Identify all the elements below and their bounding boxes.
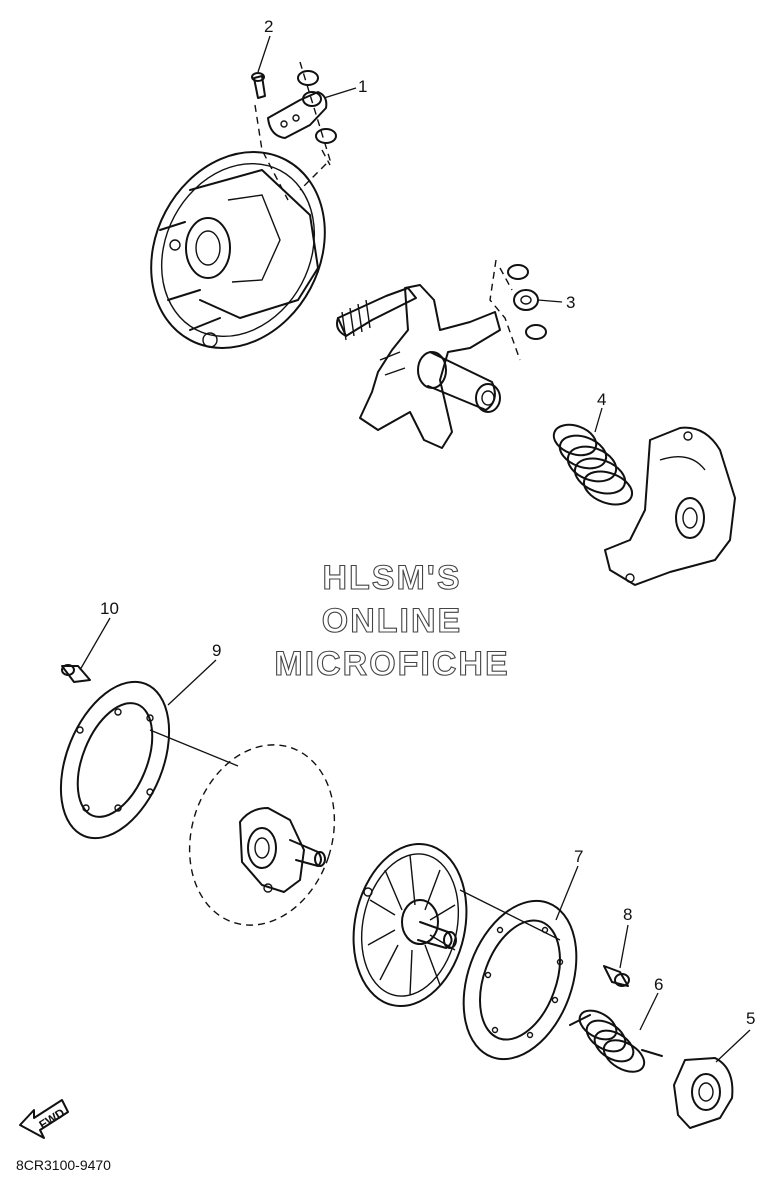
primary-spring (552, 423, 634, 506)
callout-1: 1 (358, 77, 367, 96)
bushing-guide-line (489, 259, 521, 361)
secondary-disk (462, 899, 578, 1061)
fwd-label: FWD (37, 1105, 68, 1132)
secondary-plate (59, 680, 171, 840)
sliding-arm-assembly (251, 70, 337, 144)
callout-8: 8 (623, 905, 632, 924)
callout-2: 2 (264, 17, 273, 36)
secondary-spring (569, 1009, 663, 1073)
secondary-fixed-sheave (188, 744, 336, 926)
secondary-sliding-sheave (352, 842, 468, 1008)
screw (603, 965, 630, 987)
primary-cover (604, 426, 736, 586)
watermark-line-3: MICROFICHE (274, 645, 509, 683)
watermark-line-2: ONLINE (322, 602, 462, 640)
diagram-code: 8CR3100-9470 (16, 1157, 111, 1173)
callout-3: 3 (566, 293, 575, 312)
watermark: HLSM'S ONLINE MICROFICHE (274, 558, 509, 683)
callout-leaders (79, 35, 751, 1063)
fwd-arrow-icon: FWD (19, 1099, 69, 1139)
callout-5: 5 (746, 1009, 755, 1028)
callout-10: 10 (100, 599, 119, 618)
slider-bushings (507, 264, 547, 340)
watermark-line-1: HLSM'S (322, 559, 461, 597)
plate-bolt (61, 664, 91, 683)
plate-guide-line (149, 729, 239, 767)
assembly-guide-line (254, 61, 331, 201)
primary-fixed-sheave (150, 151, 326, 349)
callout-9: 9 (212, 641, 221, 660)
callout-6: 6 (654, 975, 663, 994)
callout-4: 4 (597, 390, 606, 409)
spider-hub (336, 284, 501, 449)
callout-labels: 1 2 3 4 5 6 7 8 9 10 (100, 17, 755, 1028)
callout-7: 7 (574, 847, 583, 866)
spring-seat (673, 1057, 734, 1129)
